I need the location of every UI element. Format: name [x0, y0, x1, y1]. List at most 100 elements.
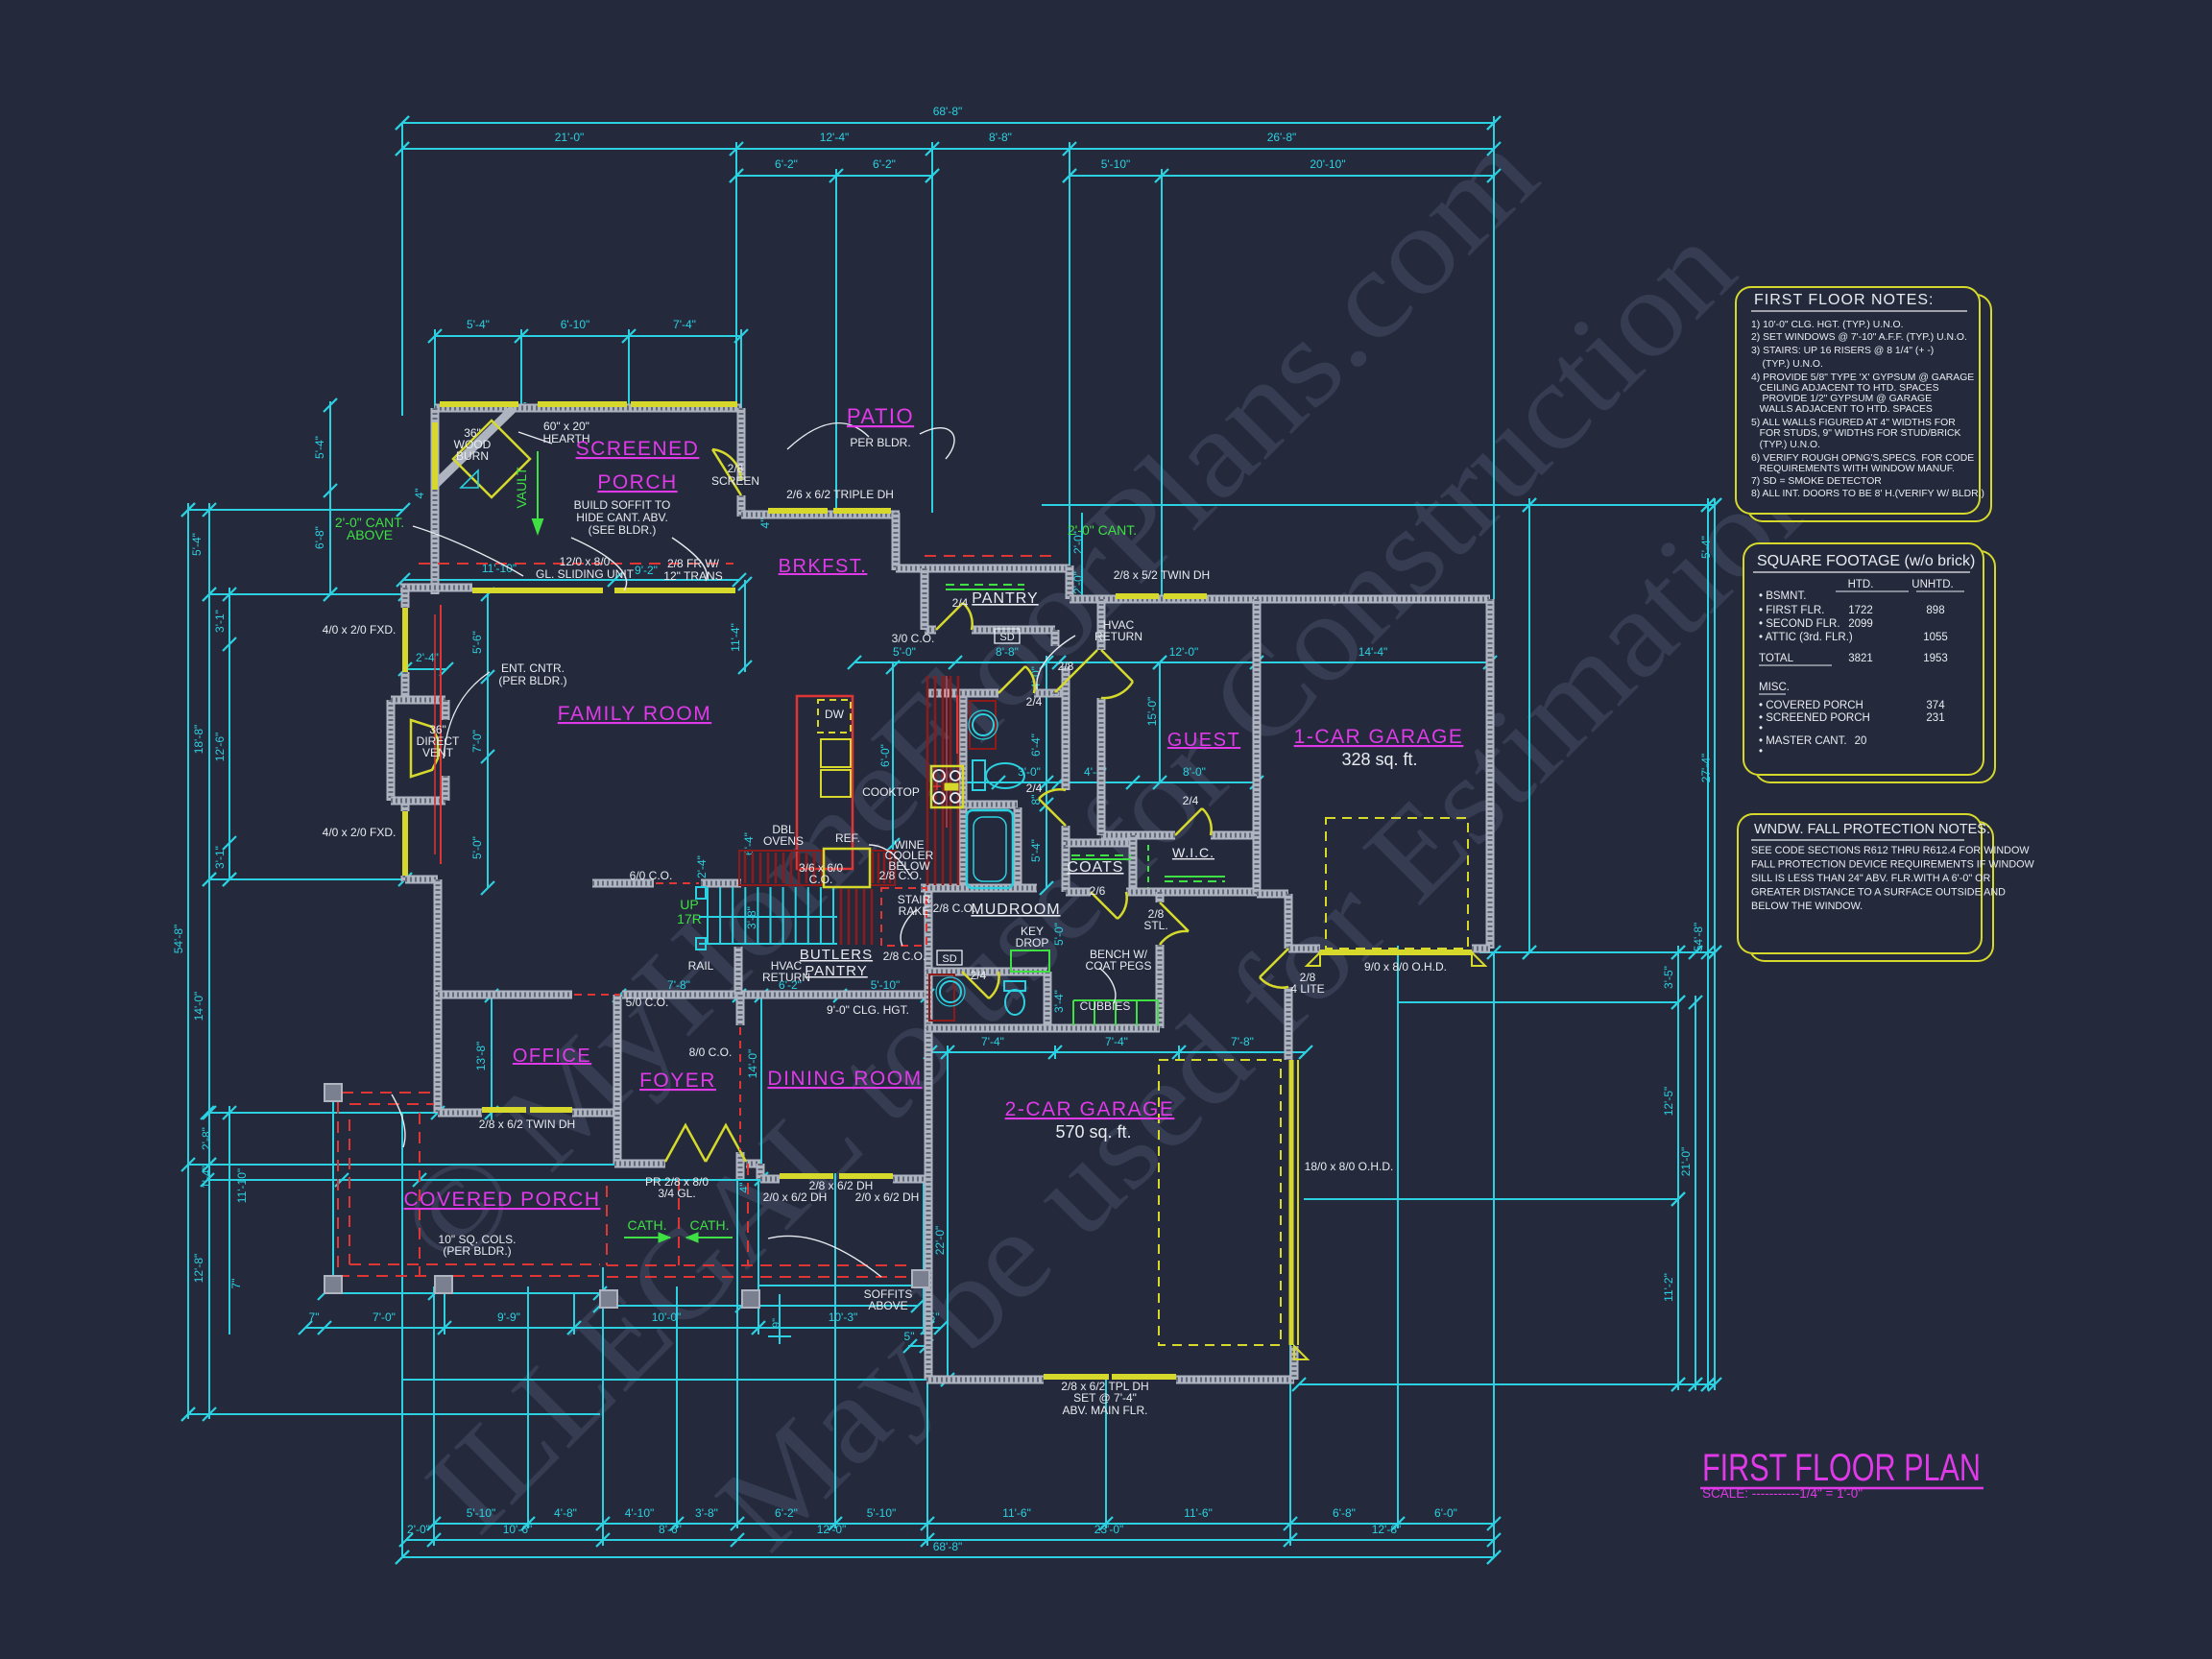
svg-text:12'-6": 12'-6" [213, 733, 227, 762]
svg-text:3/6 x 6/0: 3/6 x 6/0 [799, 861, 843, 875]
svg-text:GREATER DISTANCE TO A SURFACE: GREATER DISTANCE TO A SURFACE OUTSIDE AN… [1751, 887, 2006, 899]
svg-text:PR 2/8 x 8/0: PR 2/8 x 8/0 [645, 1175, 709, 1189]
svg-text:1953: 1953 [1923, 653, 1948, 664]
svg-text:6'-8": 6'-8" [313, 526, 326, 549]
svg-text:5'-6": 5'-6" [470, 631, 484, 654]
svg-text:3821: 3821 [1848, 653, 1873, 664]
svg-text:SILL IS LESS THAN 24" ABV. FLR: SILL IS LESS THAN 24" ABV. FLR.WITH A 6'… [1751, 873, 1991, 884]
svg-text:(PER BLDR.): (PER BLDR.) [443, 1244, 511, 1258]
svg-text:18/0 x 8/0 O.H.D.: 18/0 x 8/0 O.H.D. [1305, 1160, 1394, 1173]
svg-text:8'-0": 8'-0" [1183, 765, 1206, 779]
svg-text:RETURN: RETURN [1094, 630, 1142, 643]
svg-text:UNHTD.: UNHTD. [1911, 579, 1953, 590]
svg-text:FALL PROTECTION DEVICE REQUIRE: FALL PROTECTION DEVICE REQUIREMENTS IF W… [1751, 859, 2035, 871]
svg-text:PANTRY: PANTRY [805, 963, 867, 979]
svg-text:2/4: 2/4 [1026, 781, 1043, 795]
svg-text:5": 5" [929, 1310, 940, 1324]
svg-text:8) ALL INT. DOORS TO BE 8' H.(: 8) ALL INT. DOORS TO BE 8' H.(VERIFY W/ … [1751, 489, 1984, 499]
svg-text:DROP: DROP [1016, 936, 1049, 950]
svg-text:8'-6": 8'-6" [659, 1523, 682, 1536]
svg-text:15'-0": 15'-0" [1145, 697, 1159, 727]
svg-text:10'-0": 10'-0" [652, 1310, 682, 1324]
svg-text:20: 20 [1855, 735, 1867, 747]
svg-text:7": 7" [229, 1279, 243, 1289]
svg-text:231: 231 [1926, 712, 1944, 724]
svg-text:22'-0": 22'-0" [933, 1226, 947, 1256]
svg-text:WALLS ADJACENT TO HTD. SPACES: WALLS ADJACENT TO HTD. SPACES [1751, 404, 1933, 415]
svg-text:4'-8": 4'-8" [554, 1506, 577, 1520]
svg-text:GL. SLIDING UNIT: GL. SLIDING UNIT [536, 567, 635, 581]
svg-text:MUDROOM: MUDROOM [971, 902, 1060, 918]
svg-text:2/6: 2/6 [1090, 884, 1106, 898]
svg-text:COVERED PORCH: COVERED PORCH [403, 1189, 600, 1211]
svg-text:WOOD: WOOD [454, 438, 492, 451]
svg-text:CATH.: CATH. [690, 1217, 730, 1233]
svg-text:ABOVE: ABOVE [868, 1299, 907, 1312]
svg-text:ENT. CNTR.: ENT. CNTR. [501, 661, 565, 675]
svg-text:SEE CODE SECTIONS R612 THRU R6: SEE CODE SECTIONS R612 THRU R612.4 FOR W… [1751, 845, 2030, 856]
svg-text:2/8 FR W/: 2/8 FR W/ [667, 557, 720, 570]
svg-text:FAMILY ROOM: FAMILY ROOM [558, 703, 711, 725]
svg-text:10'-6": 10'-6" [503, 1523, 533, 1536]
svg-text:2/8: 2/8 [1300, 971, 1316, 984]
svg-text:6'-0": 6'-0" [878, 744, 892, 767]
svg-text:4/0 x 2/0 FXD.: 4/0 x 2/0 FXD. [323, 826, 397, 839]
svg-text:COOLER: COOLER [885, 849, 934, 862]
svg-text:• ATTIC (3rd. FLR.): • ATTIC (3rd. FLR.) [1759, 632, 1853, 643]
svg-text:ABOVE: ABOVE [347, 527, 393, 542]
svg-text:5'-10": 5'-10" [871, 978, 901, 992]
svg-text:COOKTOP: COOKTOP [862, 785, 920, 799]
svg-text:328 sq. ft.: 328 sq. ft. [1341, 750, 1417, 769]
svg-text:RAKE: RAKE [899, 904, 930, 918]
svg-text:2/8 C.O.: 2/8 C.O. [933, 902, 976, 915]
svg-text:ABV. MAIN FLR.: ABV. MAIN FLR. [1063, 1404, 1148, 1417]
svg-text:12/0 x 8/0: 12/0 x 8/0 [560, 555, 611, 568]
svg-text:2/4: 2/4 [971, 969, 987, 982]
svg-text:PORCH: PORCH [597, 471, 677, 493]
svg-text:OVENS: OVENS [763, 834, 804, 848]
svg-text:3'-1": 3'-1" [213, 610, 227, 633]
svg-text:17R: 17R [677, 911, 702, 926]
svg-text:5'-0": 5'-0" [470, 836, 484, 859]
svg-text:VENT: VENT [422, 746, 454, 759]
svg-text:(SEE BLDR.): (SEE BLDR.) [589, 523, 657, 537]
svg-text:3/4 GL.: 3/4 GL. [658, 1187, 695, 1200]
svg-text:23'-0": 23'-0" [1094, 1523, 1124, 1536]
svg-text:2/0 x 6/2 DH: 2/0 x 6/2 DH [763, 1190, 828, 1204]
svg-text:5'-4": 5'-4" [313, 436, 326, 459]
svg-text:4": 4" [737, 1183, 751, 1193]
svg-text:RETURN: RETURN [762, 971, 810, 984]
svg-text:7) SD = SMOKE DETECTOR: 7) SD = SMOKE DETECTOR [1751, 476, 1882, 487]
svg-text:DBL: DBL [772, 823, 795, 836]
svg-text:•: • [1759, 723, 1763, 734]
svg-text:SD: SD [999, 632, 1014, 643]
svg-text:14'-0": 14'-0" [746, 1049, 759, 1079]
svg-text:FOR STUDS, 9" WIDTHS FOR STUD/: FOR STUDS, 9" WIDTHS FOR STUD/BRICK [1751, 428, 1961, 439]
svg-text:18'-8": 18'-8" [192, 725, 205, 755]
svg-text:374: 374 [1926, 700, 1945, 711]
svg-text:5": 5" [904, 1330, 915, 1343]
svg-text:6'-8": 6'-8" [1333, 1506, 1356, 1520]
svg-text:7'-4": 7'-4" [981, 1035, 1004, 1048]
svg-text:SET @ 7'-4": SET @ 7'-4" [1073, 1391, 1137, 1405]
svg-text:9": 9" [771, 1318, 782, 1328]
svg-text:3'-5": 3'-5" [1662, 966, 1675, 989]
svg-text:SCREEN: SCREEN [711, 474, 759, 488]
svg-text:3) STAIRS: UP 16 RISERS @ 8 1/: 3) STAIRS: UP 16 RISERS @ 8 1/4" (+ -) [1751, 346, 1934, 356]
svg-text:2/8 x 6/2 DH: 2/8 x 6/2 DH [809, 1179, 874, 1192]
svg-text:5'-4": 5'-4" [190, 533, 204, 556]
svg-text:• SECOND FLR.: • SECOND FLR. [1759, 618, 1840, 630]
svg-text:6'-10": 6'-10" [561, 318, 590, 331]
svg-text:PATIO: PATIO [847, 404, 914, 428]
svg-text:8/0 C.O.: 8/0 C.O. [689, 1046, 733, 1059]
svg-text:2'-4": 2'-4" [695, 855, 709, 878]
svg-text:SD: SD [942, 953, 956, 965]
svg-text:CEILING ADJACENT TO HTD. SPACE: CEILING ADJACENT TO HTD. SPACES [1751, 383, 1939, 394]
svg-text:5/0 C.O.: 5/0 C.O. [626, 996, 669, 1009]
svg-text:(TYP.) U.N.O.: (TYP.) U.N.O. [1751, 359, 1823, 370]
svg-text:4 LITE: 4 LITE [1290, 982, 1324, 996]
svg-text:2'-8": 2'-8" [200, 1127, 213, 1150]
svg-text:6'-2": 6'-2" [775, 1506, 798, 1520]
svg-text:6'-4": 6'-4" [742, 832, 756, 855]
svg-text:W.I.C.: W.I.C. [1172, 845, 1214, 860]
